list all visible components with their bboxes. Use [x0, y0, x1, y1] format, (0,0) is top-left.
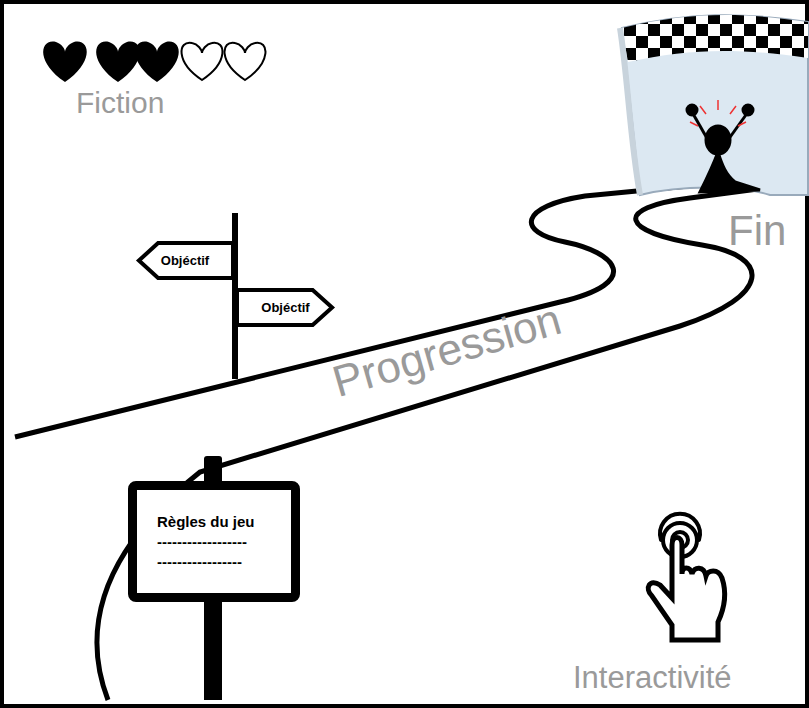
fiction-label: Fiction [76, 88, 164, 118]
node-text: Règles du jeu [157, 512, 255, 532]
end-label: Fin [728, 210, 786, 252]
rules-board: Règles du jeu---------------------------… [128, 481, 300, 602]
node-text: Objéctif [261, 300, 309, 315]
interactivity-label: Interactivité [573, 662, 732, 693]
touch-icon [648, 514, 724, 640]
rule-line: ----------------- [157, 552, 242, 572]
objective-arrow-sign: Objéctif [237, 289, 334, 326]
hearts [43, 42, 265, 82]
node-text: Objéctif [161, 253, 209, 268]
objective-arrow-sign: Objéctif [137, 242, 233, 279]
road [15, 178, 780, 700]
finish-arch [620, 15, 808, 195]
rule-line: ------------------ [157, 532, 247, 552]
progression-label: Progression [328, 297, 566, 404]
